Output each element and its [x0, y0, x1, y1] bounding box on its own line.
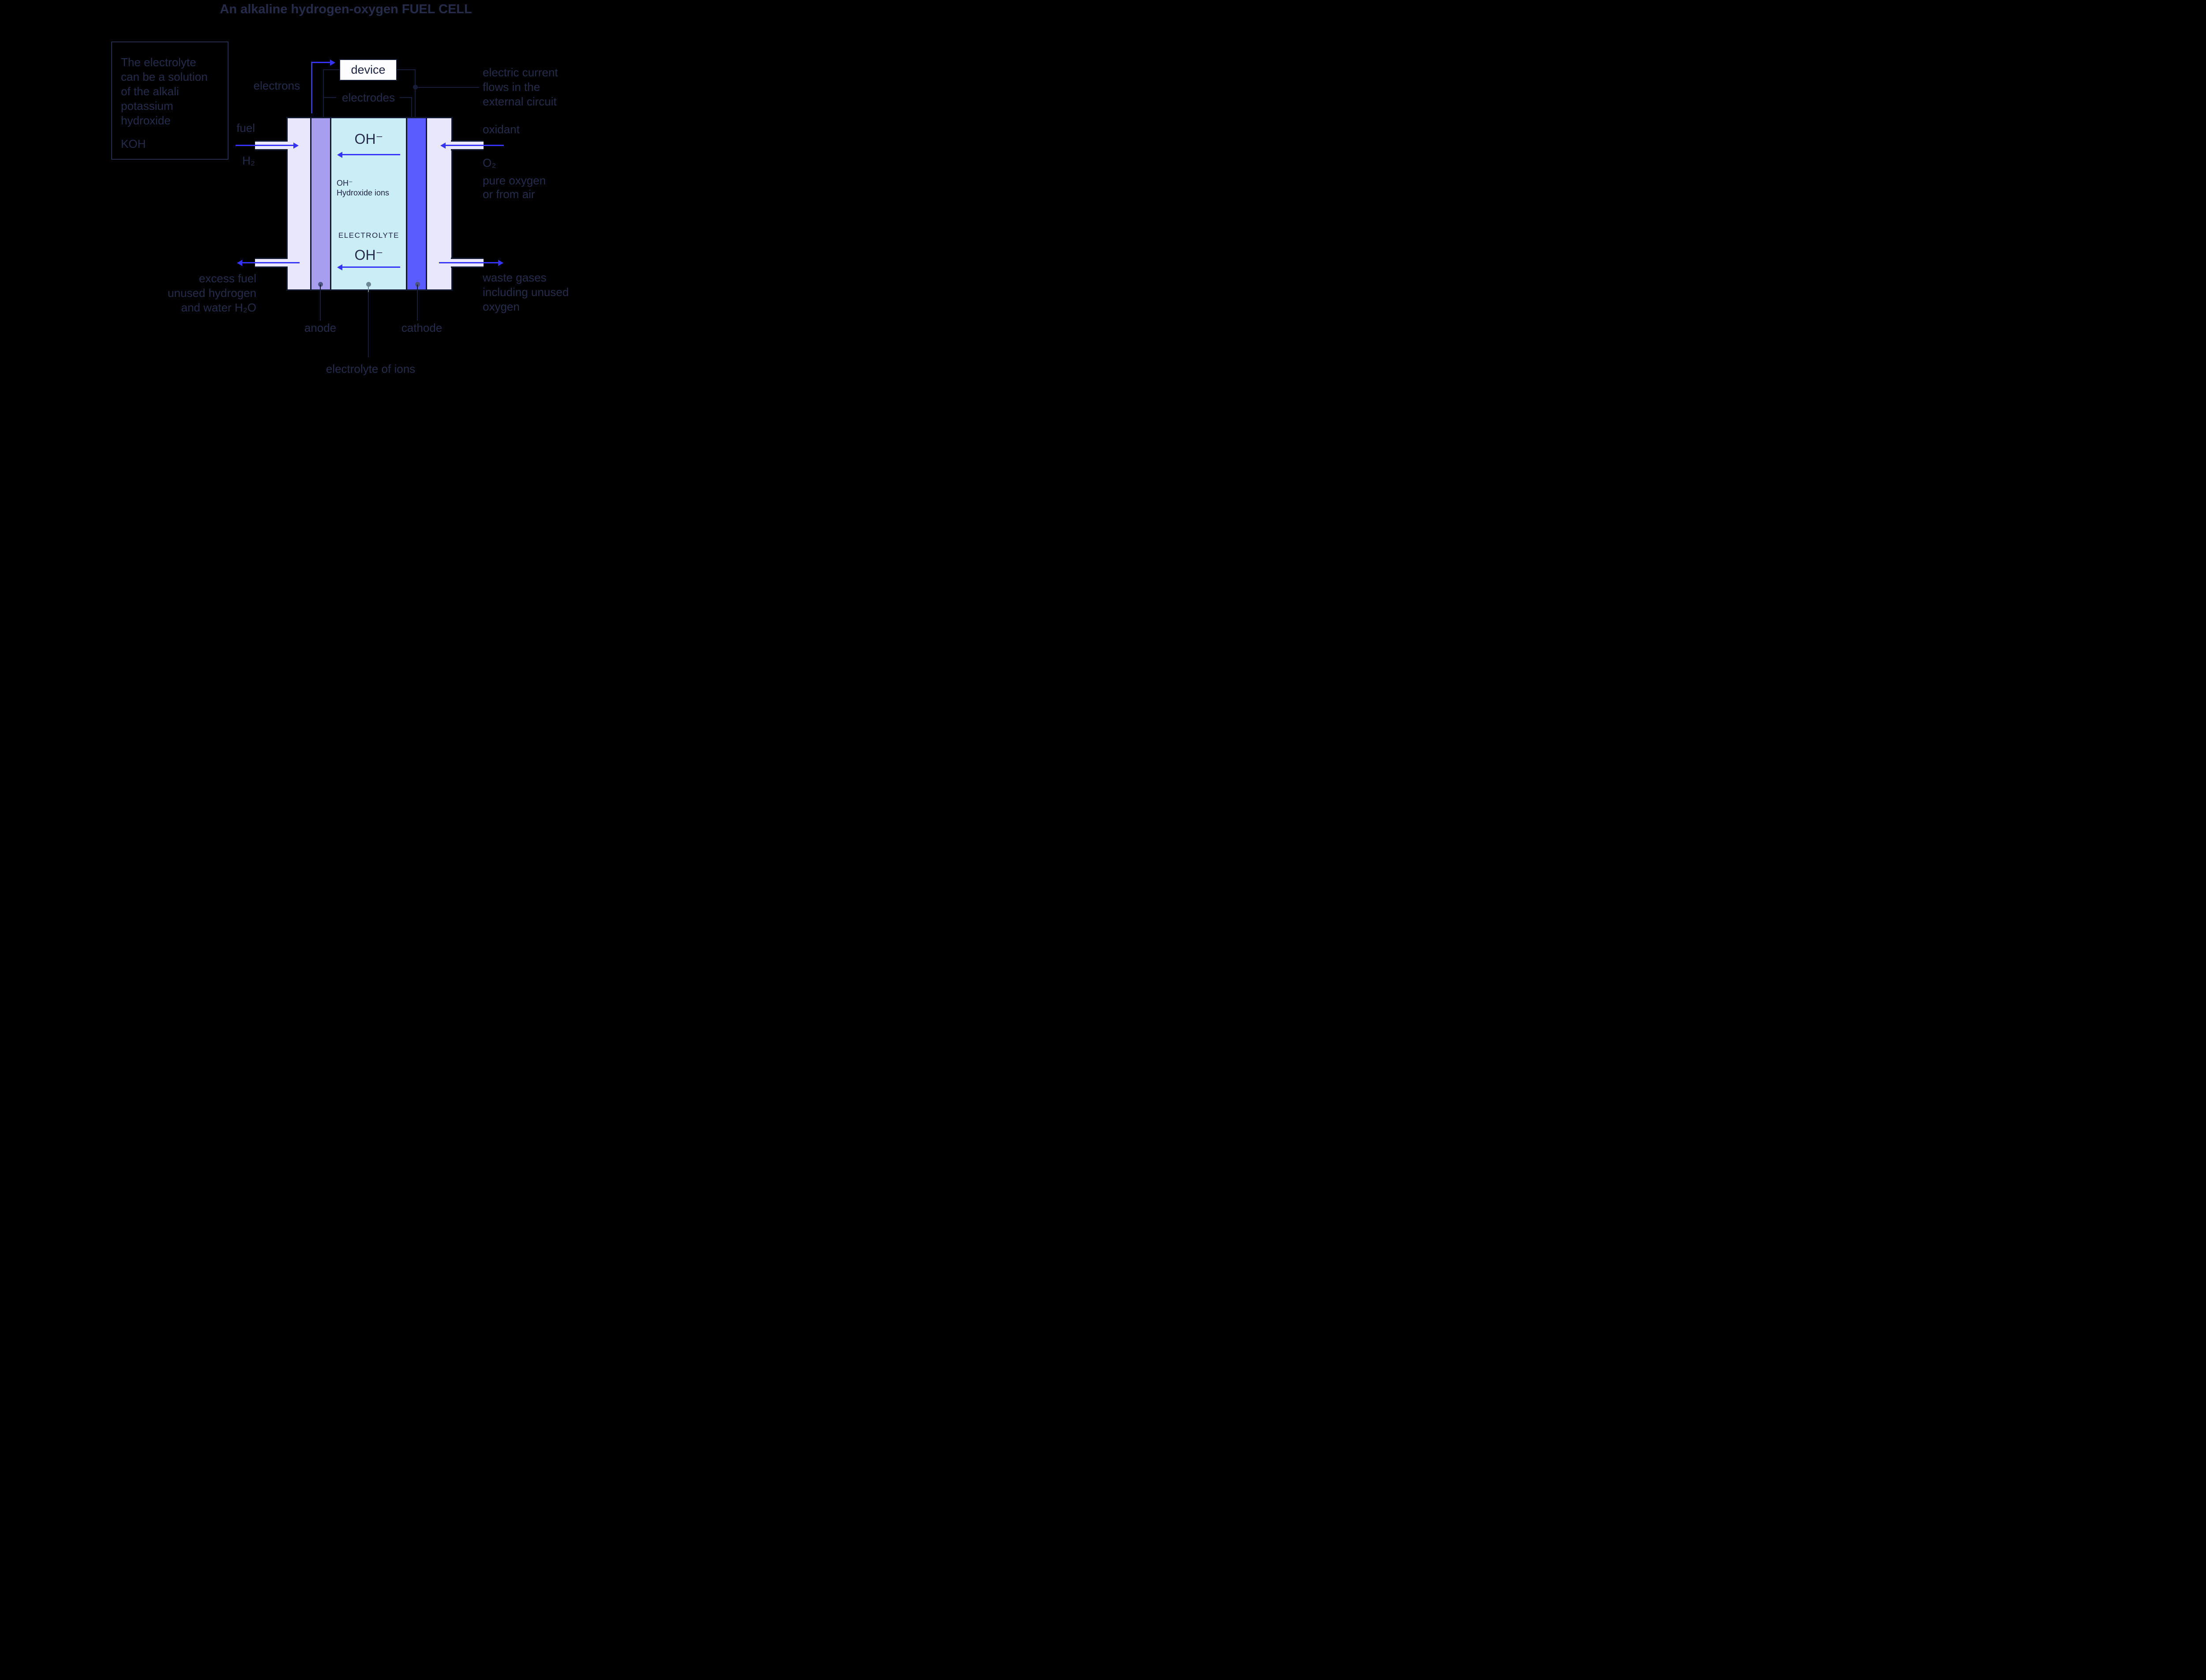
cell-separator [310, 118, 311, 289]
electrolyte-label-stem [368, 292, 369, 357]
gas-chamber-left [288, 118, 310, 289]
cell-separator [426, 118, 427, 289]
diagram-canvas: An alkaline hydrogen-oxygen FUEL CELL Th… [0, 0, 692, 376]
fuel-inlet-arrowhead-icon [293, 142, 299, 149]
device-box: device [339, 59, 397, 81]
cathode-strip [407, 118, 426, 289]
oxidant-inlet-arrowhead-icon [440, 142, 446, 149]
waste-outlet-arrowhead-icon [498, 259, 503, 266]
koh-formula: KOH [121, 137, 146, 150]
device-label: device [351, 63, 386, 76]
waste-gases-note: waste gases including unused oxygen [483, 271, 569, 313]
pure-oxygen-note: pure oxygen or from air [483, 174, 546, 201]
electrons-label: electrons [253, 79, 300, 92]
fuel-cell-body [286, 117, 453, 291]
electrolyte-caption: ELECTROLYTE [338, 231, 400, 240]
wire-device-left-vertical [323, 69, 324, 117]
oxidant-inlet-pipe-wall [451, 140, 484, 142]
waste-outlet-pipe-wall [451, 258, 484, 259]
fuel-outlet-pipe-wall [255, 266, 288, 268]
fuel-inlet-pipe-wall [255, 140, 288, 142]
fuel-inlet-pipe-wall [255, 149, 288, 150]
fuel-outlet-pipe-wall [255, 258, 288, 259]
waste-outlet-pipe-wall [451, 266, 484, 268]
anode-strip [311, 118, 330, 289]
electrolyte-label-stem-upper [368, 285, 369, 292]
hydroxide-arrow-bottom [342, 266, 400, 268]
fuel-label: fuel [236, 121, 255, 135]
hydroxide-arrow-top [342, 154, 400, 155]
wire-device-right-horizontal [397, 69, 415, 70]
hydroxide-ions-note: OH⁻ Hydroxide ions [337, 179, 390, 197]
page-title: An alkaline hydrogen-oxygen FUEL CELL [220, 2, 472, 16]
electrodes-right-vertical [411, 97, 412, 117]
electron-wire-horizontal [311, 62, 330, 63]
electrolyte-bottom-dot [366, 282, 371, 287]
gas-chamber-right [427, 118, 451, 289]
electrodes-dash-right [400, 97, 412, 98]
excess-fuel-note: excess fuel unused hydrogen and water H₂… [168, 272, 256, 314]
electrodes-dash-left [324, 97, 336, 98]
electrolyte-info-box [111, 41, 229, 160]
electrolyte-info-text: The electrolyte can be a solution of the… [121, 56, 208, 127]
electrodes-label: electrodes [342, 91, 395, 104]
hydroxide-arrowhead-bottom-icon [337, 264, 342, 270]
anode-label: anode [304, 321, 337, 334]
waste-outlet-arrow [439, 262, 499, 263]
oxidant-inlet-arrow [446, 145, 504, 146]
hydroxide-arrowhead-top-icon [337, 151, 342, 158]
wire-device-left-horizontal [323, 69, 340, 70]
cell-separator [406, 118, 407, 289]
hydrogen-formula: H₂ [242, 154, 255, 167]
hydroxide-bottom-label: OH⁻ [354, 247, 383, 263]
anode-bottom-dot [318, 282, 323, 287]
electrolyte-chamber [331, 118, 406, 289]
fuel-outlet-arrow [242, 262, 300, 263]
current-note-connector-line [415, 87, 479, 88]
anode-label-stem [320, 285, 321, 321]
electric-current-note: electric current flows in the external c… [483, 66, 558, 108]
fuel-outlet-arrowhead-icon [237, 259, 242, 266]
cathode-label-stem [417, 285, 418, 321]
electron-arrowhead-icon [330, 59, 335, 66]
cell-separator [330, 118, 331, 289]
cathode-label: cathode [401, 321, 443, 334]
oxidant-label: oxidant [483, 123, 520, 136]
oxygen-formula: O₂ [483, 156, 496, 169]
hydroxide-top-label: OH⁻ [354, 131, 383, 147]
electrolyte-ions-label: electrolyte of ions [326, 362, 416, 375]
electron-wire-vertical [311, 62, 312, 113]
cathode-bottom-dot [415, 282, 420, 287]
fuel-inlet-arrow [236, 145, 294, 146]
wire-device-right-vertical [415, 69, 416, 117]
oxidant-inlet-pipe-wall [451, 149, 484, 150]
